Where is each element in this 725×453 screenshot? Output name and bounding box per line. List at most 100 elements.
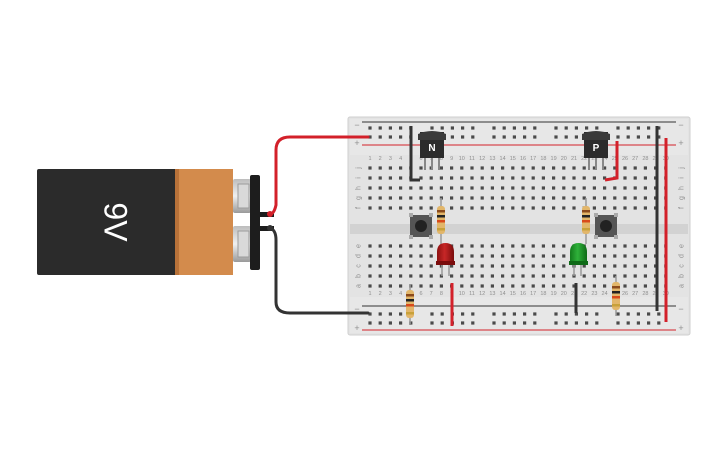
- breadboard-hole[interactable]: [460, 284, 464, 288]
- breadboard-hole[interactable]: [368, 206, 372, 210]
- breadboard-hole[interactable]: [585, 312, 589, 316]
- breadboard-hole[interactable]: [399, 274, 403, 278]
- breadboard-hole[interactable]: [450, 166, 454, 170]
- breadboard-hole[interactable]: [582, 274, 586, 278]
- breadboard-hole[interactable]: [582, 186, 586, 190]
- breadboard-hole[interactable]: [585, 126, 589, 130]
- breadboard-hole[interactable]: [419, 186, 423, 190]
- breadboard-hole[interactable]: [531, 254, 535, 258]
- breadboard-hole[interactable]: [531, 244, 535, 248]
- breadboard-hole[interactable]: [460, 176, 464, 180]
- breadboard-hole[interactable]: [643, 166, 647, 170]
- breadboard-hole[interactable]: [521, 254, 525, 258]
- breadboard-hole[interactable]: [388, 206, 392, 210]
- breadboard-hole[interactable]: [388, 196, 392, 200]
- breadboard-hole[interactable]: [378, 312, 382, 316]
- breadboard-hole[interactable]: [523, 135, 527, 139]
- breadboard-hole[interactable]: [399, 186, 403, 190]
- breadboard-hole[interactable]: [582, 196, 586, 200]
- breadboard-hole[interactable]: [490, 264, 494, 268]
- breadboard-hole[interactable]: [633, 274, 637, 278]
- breadboard-hole[interactable]: [419, 244, 423, 248]
- breadboard-hole[interactable]: [626, 126, 630, 130]
- breadboard-hole[interactable]: [419, 274, 423, 278]
- breadboard-hole[interactable]: [460, 166, 464, 170]
- breadboard-hole[interactable]: [490, 166, 494, 170]
- breadboard-hole[interactable]: [647, 126, 651, 130]
- breadboard-hole[interactable]: [572, 284, 576, 288]
- breadboard-hole[interactable]: [626, 321, 630, 325]
- breadboard-hole[interactable]: [626, 135, 630, 139]
- breadboard-hole[interactable]: [572, 166, 576, 170]
- breadboard-hole[interactable]: [554, 126, 558, 130]
- breadboard-hole[interactable]: [603, 166, 607, 170]
- breadboard-hole[interactable]: [643, 176, 647, 180]
- breadboard-hole[interactable]: [541, 196, 545, 200]
- breadboard-hole[interactable]: [521, 176, 525, 180]
- breadboard-hole[interactable]: [368, 254, 372, 258]
- breadboard-hole[interactable]: [502, 135, 506, 139]
- breadboard-hole[interactable]: [562, 244, 566, 248]
- breadboard-hole[interactable]: [399, 312, 403, 316]
- breadboard-hole[interactable]: [471, 321, 475, 325]
- breadboard-hole[interactable]: [572, 196, 576, 200]
- breadboard-hole[interactable]: [623, 244, 627, 248]
- breadboard-hole[interactable]: [409, 264, 413, 268]
- breadboard-hole[interactable]: [440, 126, 444, 130]
- breadboard-hole[interactable]: [623, 254, 627, 258]
- breadboard-hole[interactable]: [541, 274, 545, 278]
- breadboard-hole[interactable]: [643, 206, 647, 210]
- breadboard-hole[interactable]: [521, 284, 525, 288]
- breadboard-hole[interactable]: [378, 206, 382, 210]
- breadboard-hole[interactable]: [388, 176, 392, 180]
- breadboard-hole[interactable]: [470, 274, 474, 278]
- breadboard-hole[interactable]: [470, 166, 474, 170]
- breadboard-hole[interactable]: [470, 244, 474, 248]
- breadboard-hole[interactable]: [388, 126, 392, 130]
- breadboard-hole[interactable]: [490, 206, 494, 210]
- breadboard-hole[interactable]: [562, 254, 566, 258]
- breadboard-hole[interactable]: [592, 186, 596, 190]
- breadboard-hole[interactable]: [521, 196, 525, 200]
- breadboard-hole[interactable]: [492, 321, 496, 325]
- breadboard-hole[interactable]: [603, 264, 607, 268]
- breadboard-hole[interactable]: [450, 206, 454, 210]
- breadboard-hole[interactable]: [460, 196, 464, 200]
- breadboard-hole[interactable]: [480, 196, 484, 200]
- breadboard-hole[interactable]: [511, 264, 515, 268]
- breadboard-hole[interactable]: [388, 166, 392, 170]
- breadboard-hole[interactable]: [419, 176, 423, 180]
- breadboard-hole[interactable]: [531, 264, 535, 268]
- breadboard-hole[interactable]: [531, 274, 535, 278]
- breadboard-hole[interactable]: [388, 254, 392, 258]
- breadboard-hole[interactable]: [613, 166, 617, 170]
- breadboard-hole[interactable]: [490, 254, 494, 258]
- breadboard-hole[interactable]: [460, 254, 464, 258]
- breadboard-hole[interactable]: [492, 126, 496, 130]
- breadboard-hole[interactable]: [399, 196, 403, 200]
- breadboard-hole[interactable]: [430, 312, 434, 316]
- breadboard-hole[interactable]: [378, 126, 382, 130]
- breadboard-hole[interactable]: [592, 244, 596, 248]
- breadboard-hole[interactable]: [521, 186, 525, 190]
- breadboard-hole[interactable]: [603, 206, 607, 210]
- breadboard-hole[interactable]: [616, 135, 620, 139]
- breadboard-hole[interactable]: [592, 206, 596, 210]
- breadboard-hole[interactable]: [471, 135, 475, 139]
- breadboard-hole[interactable]: [429, 206, 433, 210]
- breadboard-hole[interactable]: [603, 284, 607, 288]
- breadboard-hole[interactable]: [511, 166, 515, 170]
- breadboard-hole[interactable]: [511, 176, 515, 180]
- breadboard-hole[interactable]: [490, 186, 494, 190]
- breadboard-hole[interactable]: [409, 274, 413, 278]
- breadboard-hole[interactable]: [368, 244, 372, 248]
- breadboard-hole[interactable]: [419, 196, 423, 200]
- breadboard-hole[interactable]: [595, 321, 599, 325]
- breadboard-hole[interactable]: [480, 254, 484, 258]
- breadboard-hole[interactable]: [501, 166, 505, 170]
- breadboard-hole[interactable]: [439, 176, 443, 180]
- breadboard-hole[interactable]: [531, 196, 535, 200]
- breadboard-hole[interactable]: [439, 166, 443, 170]
- breadboard-hole[interactable]: [623, 264, 627, 268]
- transistor-npn[interactable]: N: [418, 131, 446, 170]
